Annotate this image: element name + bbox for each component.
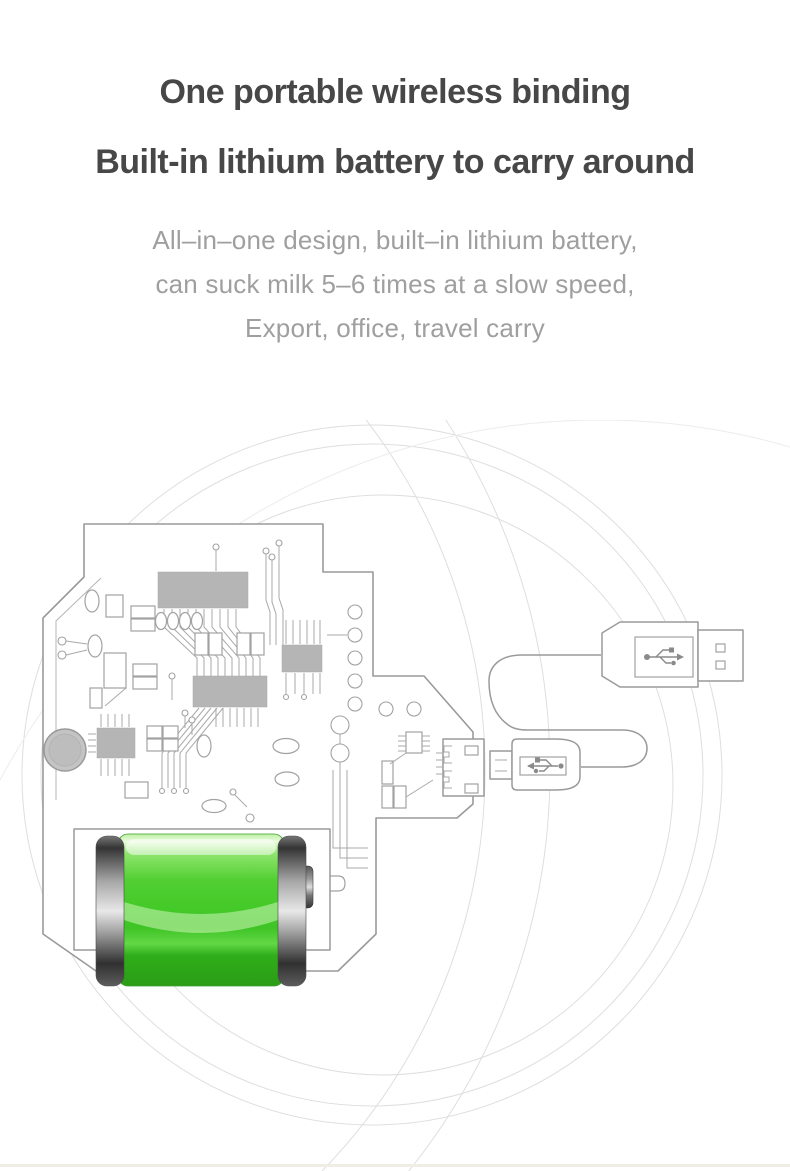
micro-usb-plug-icon — [489, 738, 581, 791]
headline-line-2: Built-in lithium battery to carry around — [95, 143, 695, 181]
pad-circle-column — [330, 604, 422, 763]
ic-chip-4 — [96, 727, 136, 759]
trace-ic3-pins — [282, 620, 321, 701]
bottom-divider — [0, 1164, 790, 1167]
trace-top-vias — [212, 539, 284, 645]
usb-trident-icon-small — [527, 757, 564, 774]
description-line-1: All–in–one design, built–in lithium batt… — [152, 225, 638, 255]
trace-battery-feed — [330, 762, 368, 892]
headline-line-1: One portable wireless binding — [159, 73, 631, 111]
usb-cable — [488, 654, 648, 768]
ic-chip-2 — [281, 644, 323, 673]
battery-circuit-diagram — [0, 420, 790, 1171]
description-line-2: can suck milk 5–6 times at a slow speed, — [155, 269, 635, 299]
ic-chip-1 — [157, 571, 249, 609]
ic-chip-3 — [192, 675, 268, 708]
port-driver-ic — [405, 731, 423, 754]
circuit-diagram-svg — [0, 420, 790, 1171]
description-line-3: Export, office, travel carry — [245, 313, 545, 343]
battery-icon — [73, 828, 331, 987]
micro-usb-port-icon — [381, 731, 485, 809]
coin-cell-icon — [43, 728, 87, 772]
trace-ic5-pins — [88, 714, 130, 776]
usb-a-plug-icon — [601, 621, 744, 688]
usb-trident-icon — [644, 647, 684, 666]
page-header: One portable wireless binding Built-in l… — [0, 0, 790, 350]
